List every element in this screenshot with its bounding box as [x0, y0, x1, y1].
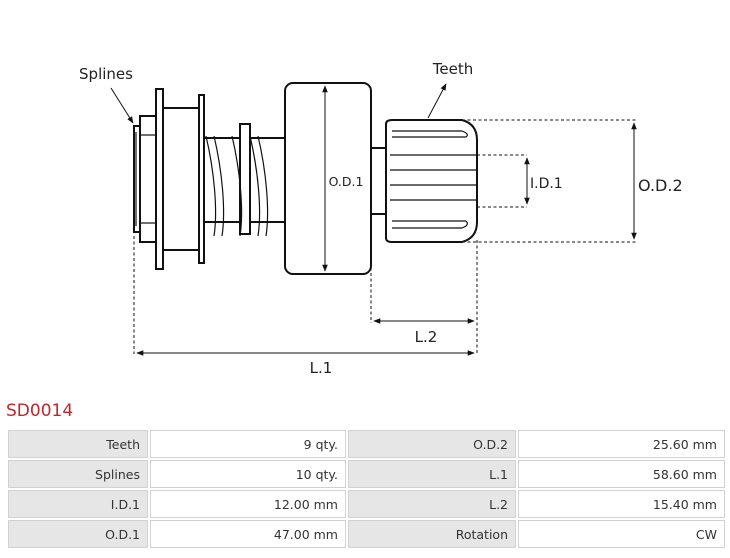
spec-value: 47.00 mm — [150, 520, 346, 548]
od2-label: O.D.2 — [638, 176, 683, 195]
extension-lines — [133, 119, 636, 354]
starter-drive-diagram: O.D.1 I.D.1 O.D.2 L.2 L.1 Splines Teeth — [79, 60, 683, 377]
spec-label: Teeth — [8, 430, 148, 458]
l1-label: L.1 — [310, 359, 333, 377]
splines-callout: Splines — [79, 65, 134, 124]
spec-value: 25.60 mm — [518, 430, 725, 458]
dimension-od1: O.D.1 — [322, 85, 364, 272]
dimension-id1: I.D.1 — [524, 157, 563, 205]
table-row: Teeth 9 qty. O.D.2 25.60 mm — [8, 430, 725, 458]
spec-value: 10 qty. — [150, 460, 346, 488]
spec-label: O.D.1 — [8, 520, 148, 548]
spring-barrel — [203, 123, 287, 237]
spec-value: 58.60 mm — [518, 460, 725, 488]
od1-label: O.D.1 — [329, 174, 364, 189]
table-row: I.D.1 12.00 mm L.2 15.40 mm — [8, 490, 725, 518]
dimension-l1: L.1 — [136, 350, 475, 377]
shaft — [370, 147, 387, 215]
teeth-label: Teeth — [432, 60, 473, 78]
dimension-l2: L.2 — [373, 318, 475, 346]
dimension-od2: O.D.2 — [631, 122, 683, 240]
spec-label: L.1 — [348, 460, 516, 488]
spec-value: 9 qty. — [150, 430, 346, 458]
spec-value: 15.40 mm — [518, 490, 725, 518]
l2-label: L.2 — [415, 328, 438, 346]
spec-value: 12.00 mm — [150, 490, 346, 518]
spec-label: I.D.1 — [8, 490, 148, 518]
spec-value: CW — [518, 520, 725, 548]
retaining-flange — [155, 88, 205, 270]
teeth-callout: Teeth — [427, 60, 473, 119]
spline-hub — [133, 115, 157, 243]
spec-label: Rotation — [348, 520, 516, 548]
spec-label: Splines — [8, 460, 148, 488]
splines-label: Splines — [79, 65, 133, 83]
pinion-gear — [385, 119, 478, 243]
table-row: Splines 10 qty. L.1 58.60 mm — [8, 460, 725, 488]
table-row: O.D.1 47.00 mm Rotation CW — [8, 520, 725, 548]
id1-label: I.D.1 — [530, 176, 563, 192]
spec-table: Teeth 9 qty. O.D.2 25.60 mm Splines 10 q… — [6, 428, 727, 550]
spec-label: L.2 — [348, 490, 516, 518]
spec-label: O.D.2 — [348, 430, 516, 458]
part-number: SD0014 — [6, 401, 74, 421]
